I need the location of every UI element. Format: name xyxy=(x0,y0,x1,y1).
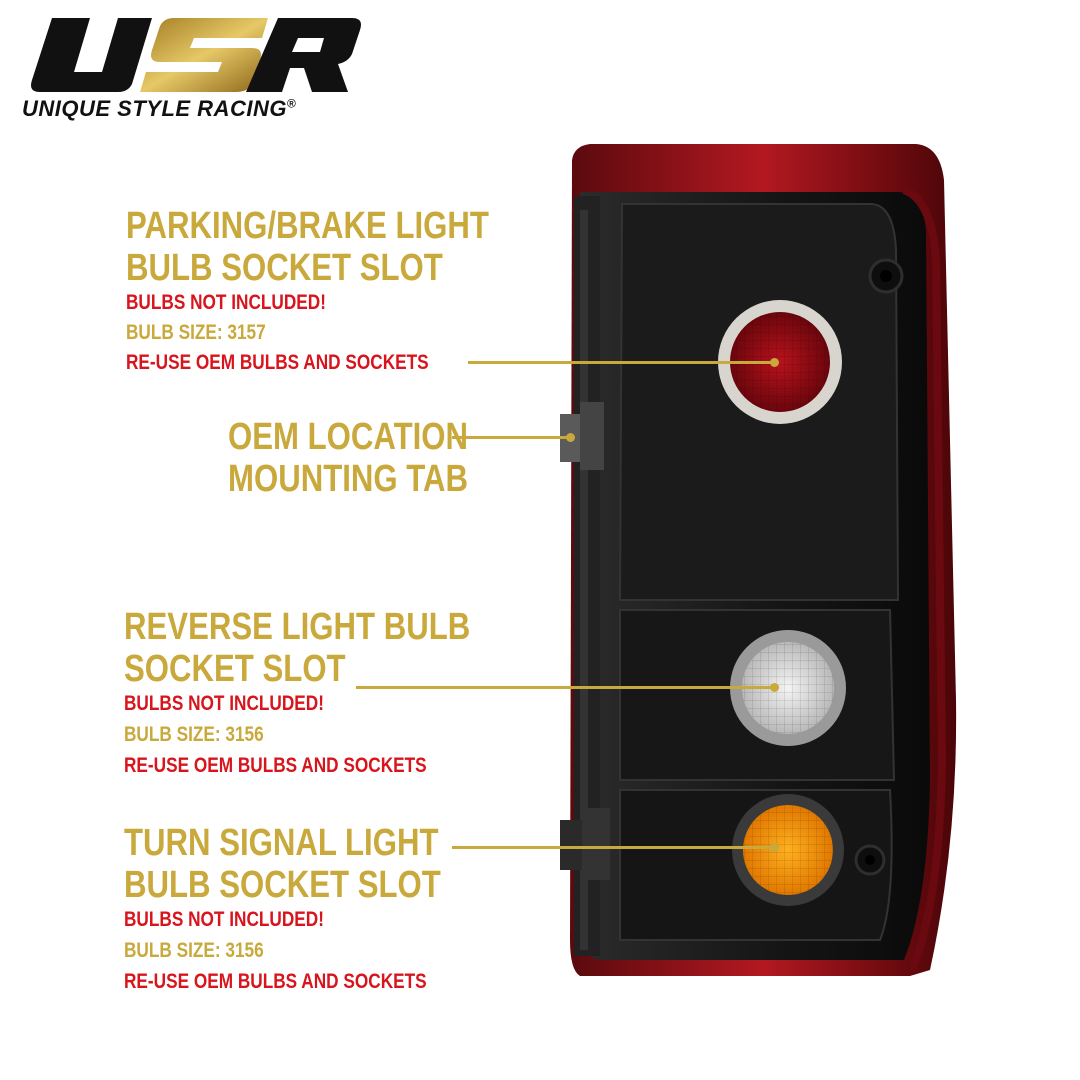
turn-leader-line xyxy=(452,846,774,849)
reverse-title-line-2: SOCKET SLOT xyxy=(124,648,346,690)
tab-title-line-2: MOUNTING TAB xyxy=(228,458,469,500)
parking-bulb-size: BULB SIZE: 3157 xyxy=(126,321,266,344)
parking-warning: BULBS NOT INCLUDED! xyxy=(126,291,326,314)
turn-title-line-1: TURN SIGNAL LIGHT xyxy=(124,822,439,864)
tail-light-assembly xyxy=(560,144,957,976)
parking-leader-dot xyxy=(770,358,779,367)
turn-bulb-size: BULB SIZE: 3156 xyxy=(124,939,264,962)
reverse-warning: BULBS NOT INCLUDED! xyxy=(124,692,324,715)
reverse-title-line-1: REVERSE LIGHT BULB xyxy=(124,606,471,648)
parking-leader-line xyxy=(468,361,774,364)
turn-reuse-note: RE-USE OEM BULBS AND SOCKETS xyxy=(124,970,427,993)
reverse-bulb-size: BULB SIZE: 3156 xyxy=(124,723,264,746)
turn-warning: BULBS NOT INCLUDED! xyxy=(124,908,324,931)
usr-logo-mark xyxy=(31,18,361,92)
turn-leader-dot xyxy=(770,843,779,852)
tab-title-line-1: OEM LOCATION xyxy=(228,416,469,458)
brand-name: UNIQUE STYLE RACING® xyxy=(22,96,297,121)
parking-title-line-1: PARKING/BRAKE LIGHT xyxy=(126,205,489,247)
parking-brake-socket xyxy=(718,300,842,424)
parking-title-line-2: BULB SOCKET SLOT xyxy=(126,247,443,289)
reverse-leader-line xyxy=(356,686,774,689)
parking-reuse-note: RE-USE OEM BULBS AND SOCKETS xyxy=(126,351,429,374)
turn-title-line-2: BULB SOCKET SLOT xyxy=(124,864,441,906)
tab-leader-line xyxy=(452,436,570,439)
turn-signal-socket xyxy=(732,794,844,906)
reverse-leader-dot xyxy=(770,683,779,692)
reverse-socket xyxy=(730,630,846,746)
reverse-reuse-note: RE-USE OEM BULBS AND SOCKETS xyxy=(124,754,427,777)
tab-leader-dot xyxy=(566,433,575,442)
